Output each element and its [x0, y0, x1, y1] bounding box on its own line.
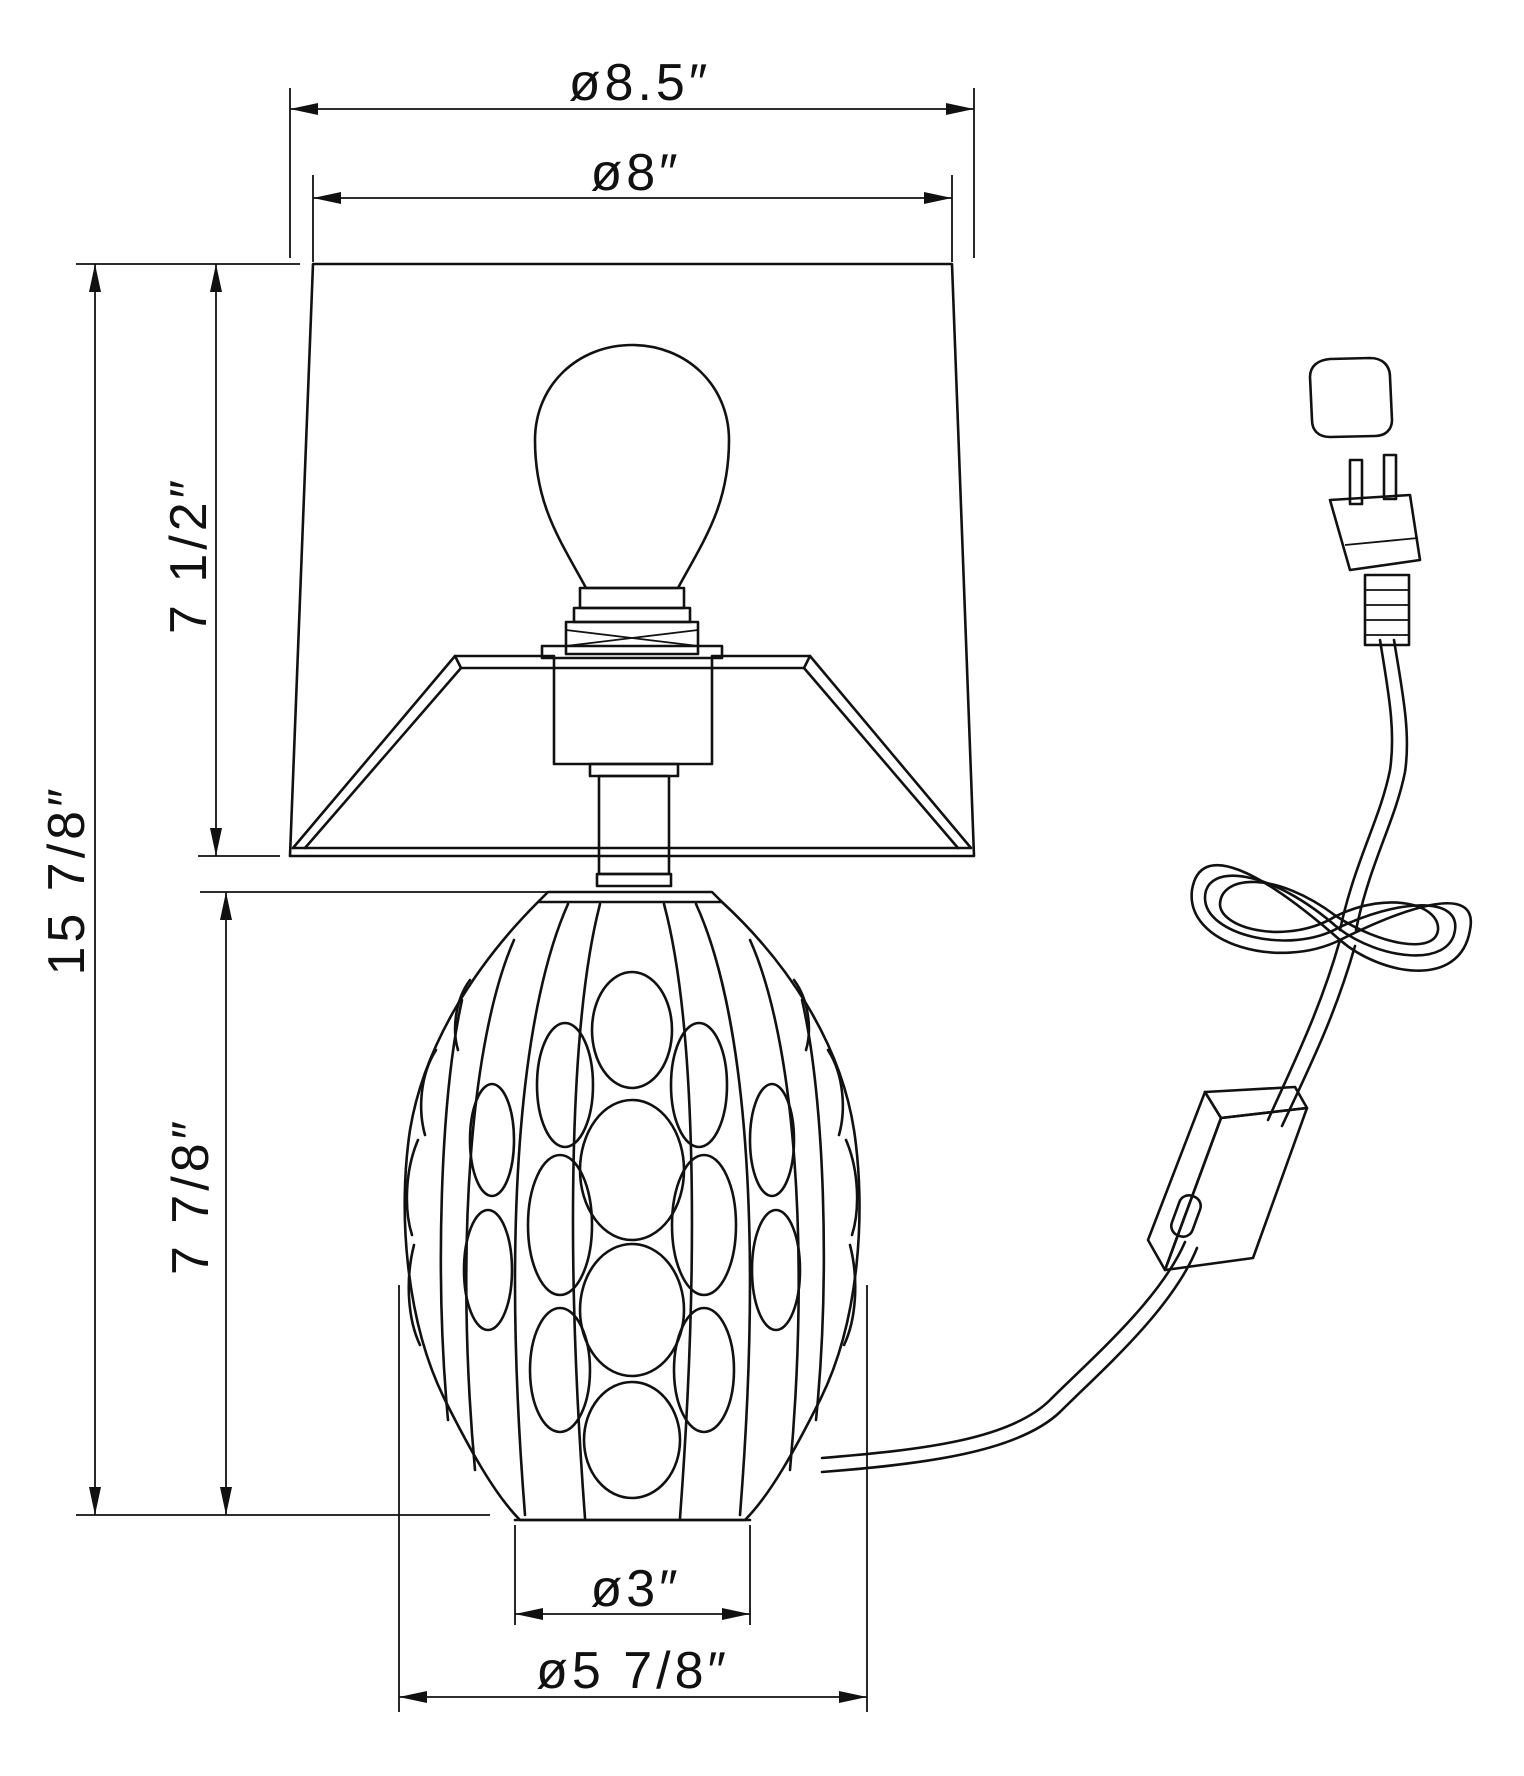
dim-shade-top-diameter: ø8.5″ — [569, 54, 711, 112]
inline-switch — [1146, 1085, 1309, 1272]
lamp-shade — [288, 262, 976, 858]
lamp-socket — [552, 666, 714, 888]
light-bulb — [533, 343, 731, 660]
dim-base-diameter: ø5 7/8″ — [536, 1642, 730, 1700]
dim-total-height: 15 7/8″ — [38, 785, 96, 976]
power-plug — [1308, 356, 1422, 647]
ceramic-base — [403, 890, 861, 1522]
dimension-lines — [76, 88, 975, 1712]
dim-base-height: 7 7/8″ — [162, 1117, 220, 1275]
dim-shade-height: 7 1/2″ — [160, 476, 218, 634]
dim-shade-diameter: ø8″ — [590, 144, 681, 202]
power-cord — [820, 638, 1473, 1474]
dim-foot-diameter: ø3″ — [590, 1560, 681, 1618]
